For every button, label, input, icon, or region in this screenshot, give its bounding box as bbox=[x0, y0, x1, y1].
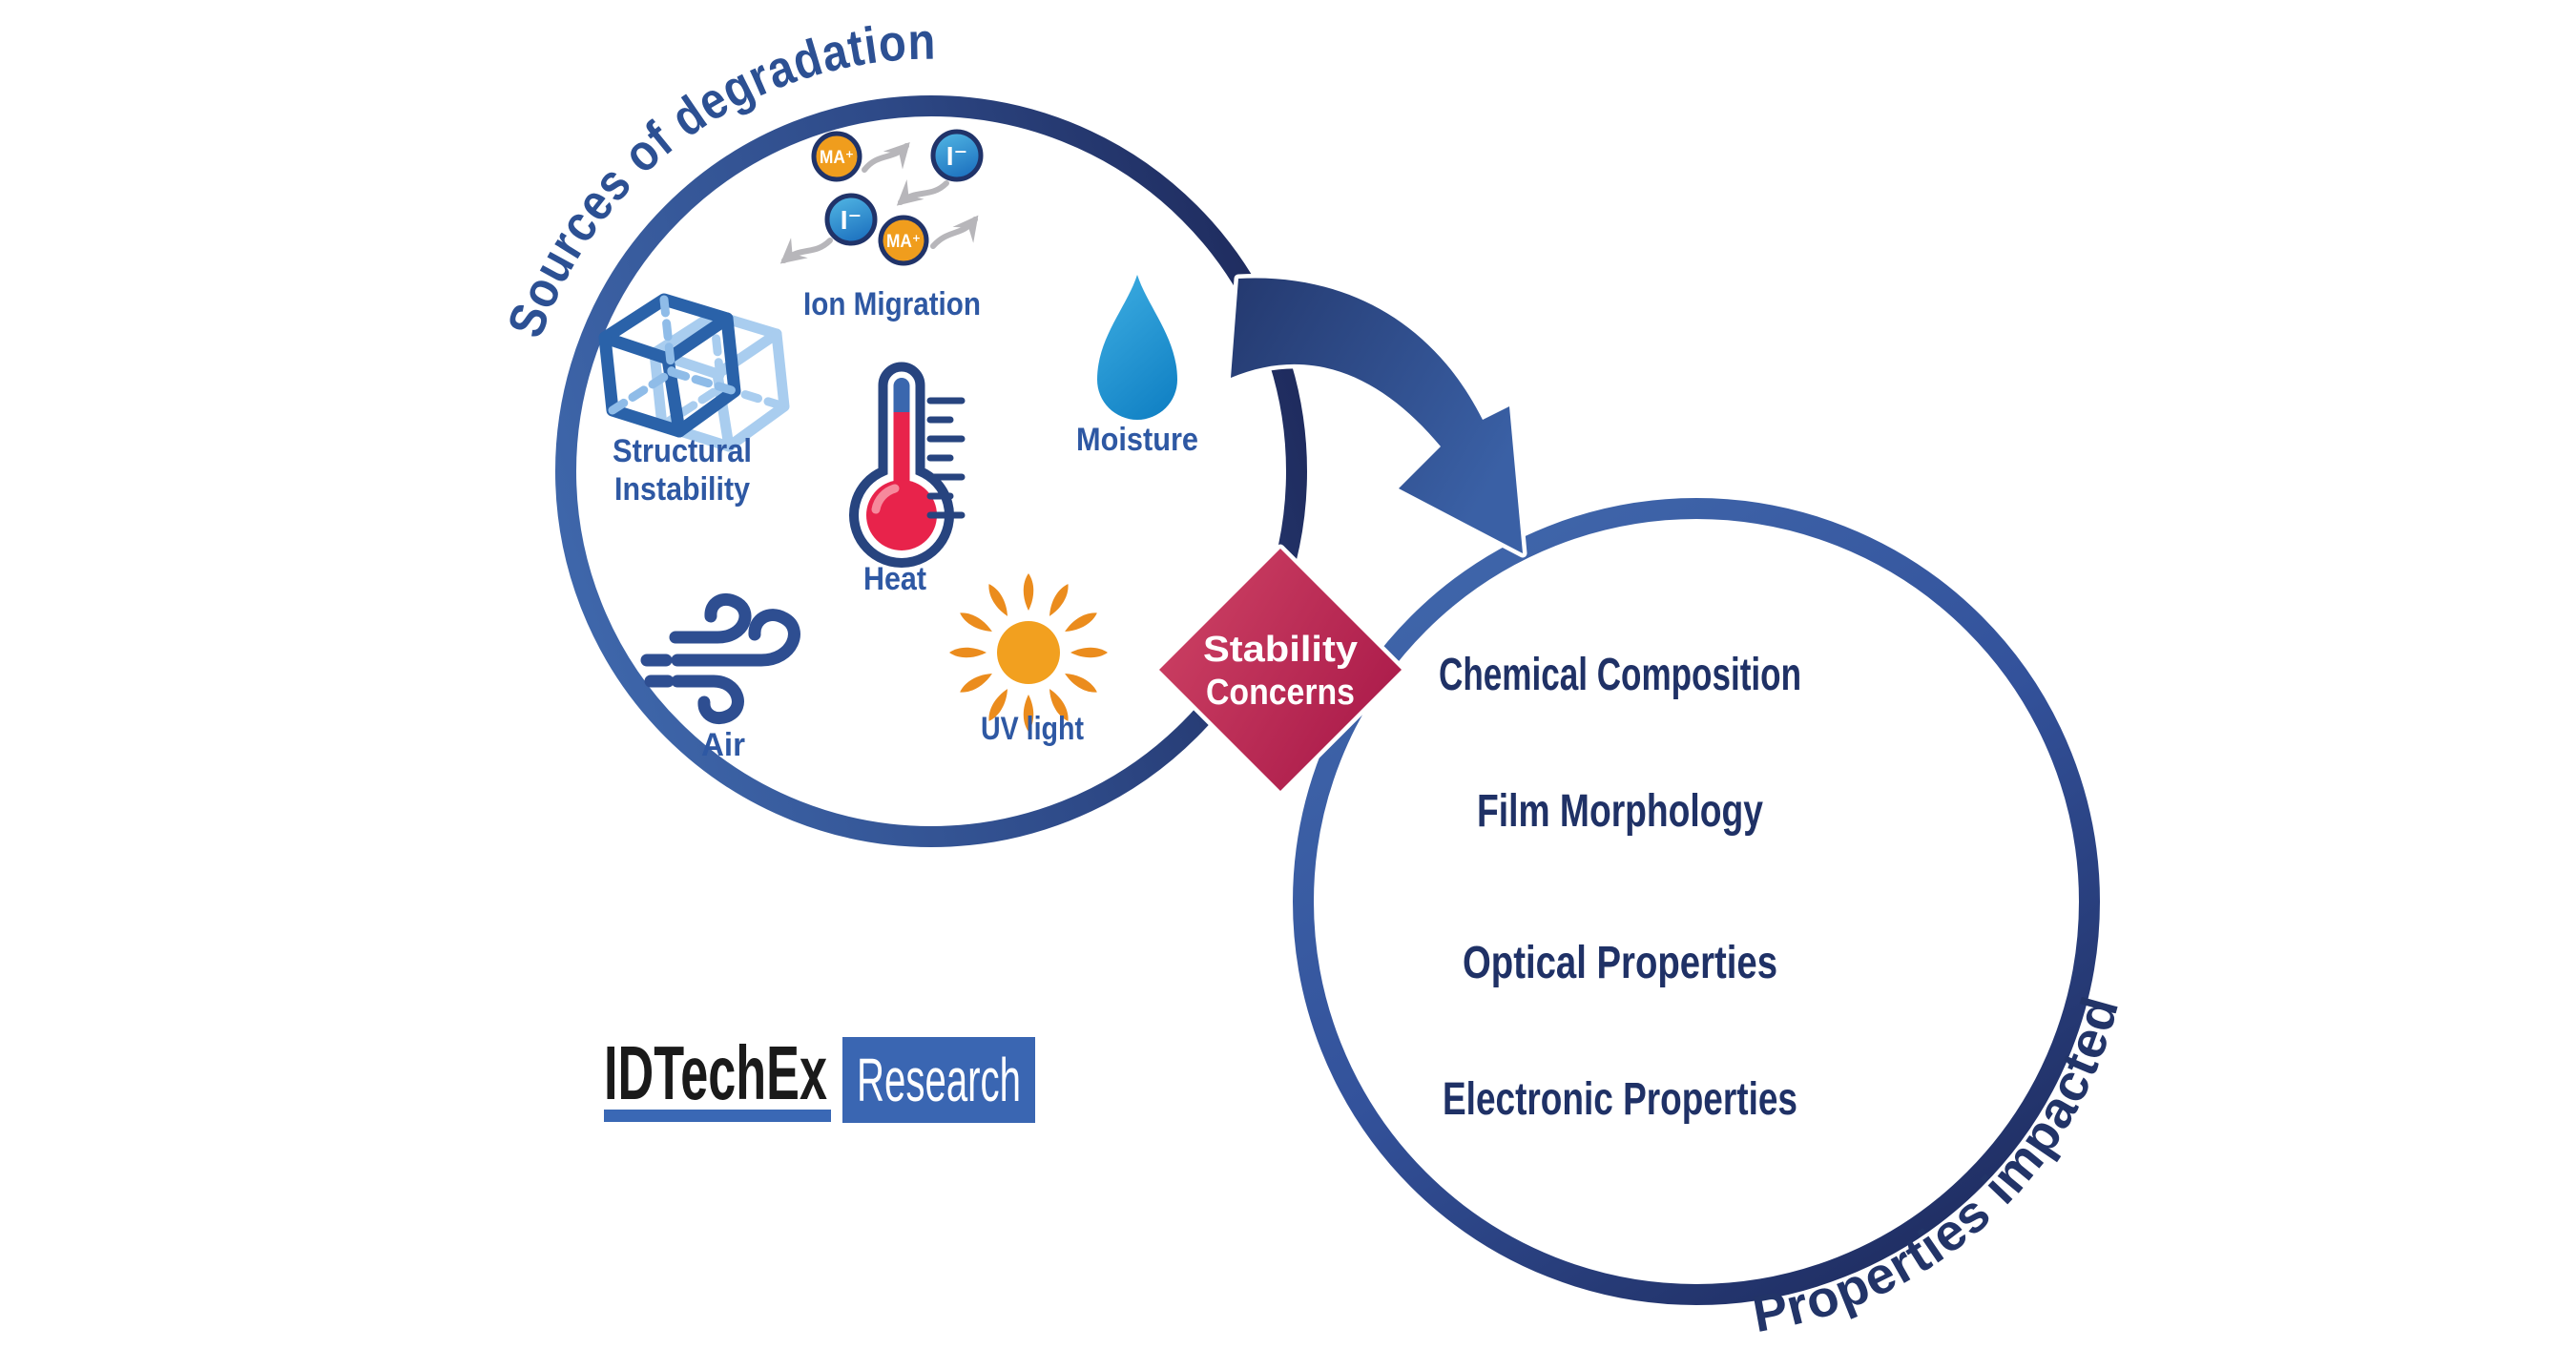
thermometer-bulb bbox=[866, 480, 937, 550]
structural-label-line1: Structural bbox=[613, 433, 752, 469]
anion-ball bbox=[824, 193, 878, 246]
ion-arrow-icon bbox=[896, 178, 949, 206]
diamond-label-line1: Stability bbox=[1203, 630, 1358, 670]
cation-label: MA⁺ bbox=[820, 148, 854, 168]
diamond-shape bbox=[1154, 544, 1406, 796]
thermometer-cold-segment bbox=[893, 378, 910, 422]
heat-label: Heat bbox=[863, 561, 926, 597]
structural-label-line2: Instability bbox=[614, 471, 750, 508]
structural-instability-icon bbox=[598, 293, 790, 452]
logo-product-text: Research bbox=[857, 1046, 1021, 1114]
air-label: Air bbox=[701, 727, 745, 763]
logo-brand-text: IDTechEx bbox=[604, 1030, 827, 1115]
ion-migration-label: Ion Migration bbox=[803, 286, 981, 322]
heat-icon bbox=[849, 362, 966, 568]
anion-ball bbox=[930, 129, 984, 182]
uv-light-label: UV light bbox=[981, 711, 1084, 747]
impacted-arc-title: Properties impacted bbox=[1748, 990, 2129, 1343]
impacted-circle bbox=[1293, 498, 2100, 1305]
impacted-item-chemical: Chemical Composition bbox=[1439, 650, 1801, 700]
diamond-label-line2: Concerns bbox=[1206, 673, 1355, 713]
impacted-item-film: Film Morphology bbox=[1477, 786, 1763, 837]
moisture-label: Moisture bbox=[1076, 422, 1198, 458]
uv-light-icon bbox=[949, 573, 1108, 732]
moisture-icon bbox=[1097, 275, 1177, 420]
cation-ball bbox=[811, 131, 862, 182]
cation-label: MA⁺ bbox=[886, 232, 921, 252]
anion-label: I⁻ bbox=[946, 141, 968, 171]
idtechex-logo: IDTechEx Research bbox=[604, 1030, 1035, 1123]
impacted-arc-title-text: Properties impacted bbox=[1748, 990, 2129, 1343]
bulb-highlight bbox=[871, 484, 900, 514]
thermometer-ticks bbox=[926, 397, 966, 519]
air-icon bbox=[640, 592, 800, 725]
logo-underline bbox=[604, 1110, 831, 1122]
cation-ball bbox=[878, 215, 929, 266]
ion-arrow-icon bbox=[862, 141, 910, 173]
ion-arrow-icon bbox=[930, 215, 979, 249]
impacted-item-electronic: Electronic Properties bbox=[1443, 1074, 1797, 1125]
flow-arrow bbox=[1226, 274, 1527, 558]
anion-label: I⁻ bbox=[841, 205, 862, 235]
ion-migration-icon: MA⁺ I⁻ I⁻ MA⁺ bbox=[779, 129, 984, 266]
sun-core bbox=[997, 621, 1060, 684]
stability-diamond: Stability Concerns bbox=[1154, 544, 1406, 796]
sources-circle bbox=[555, 95, 1307, 847]
impacted-list: Chemical Composition Film Morphology Opt… bbox=[1439, 650, 1801, 1125]
impacted-item-optical: Optical Properties bbox=[1463, 938, 1777, 988]
ion-arrow-icon bbox=[779, 238, 833, 264]
logo-product-box bbox=[842, 1037, 1035, 1123]
